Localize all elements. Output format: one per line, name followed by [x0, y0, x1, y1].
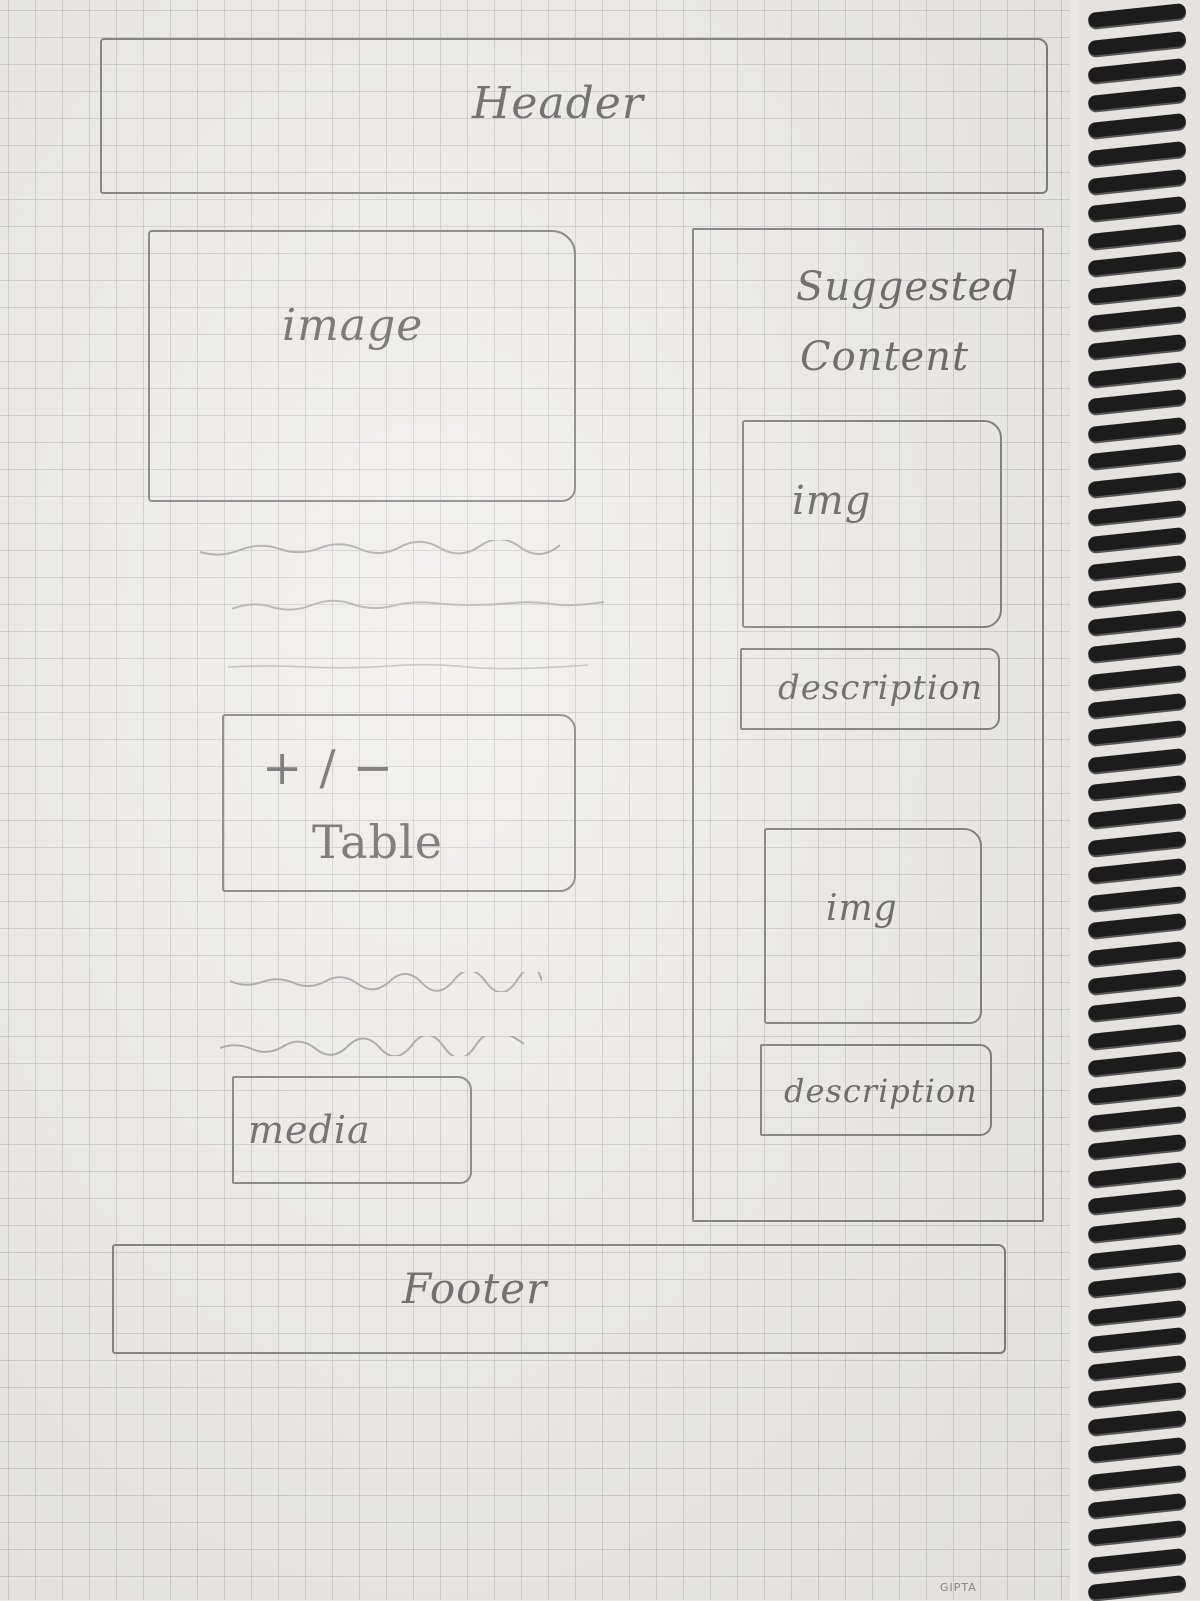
binding-ring [1087, 720, 1187, 746]
notebook-page: Header image + / − Table media Suggested… [0, 0, 1070, 1600]
binding-ring [1087, 1354, 1187, 1380]
binding-ring [1087, 1271, 1187, 1298]
binding-ring [1087, 996, 1187, 1022]
table-box [222, 714, 576, 892]
binding-ring [1087, 140, 1187, 167]
binding-ring [1087, 1409, 1187, 1435]
suggested-content-sidebar [692, 228, 1044, 1222]
binding-ring [1087, 113, 1187, 139]
binding-ring [1087, 1244, 1187, 1270]
suggested-card-1-img-label: img [792, 478, 872, 524]
binding-ring [1087, 1023, 1187, 1049]
binding-ring [1087, 1106, 1187, 1132]
suggested-card-1-description [740, 648, 1000, 730]
binding-ring [1087, 1299, 1187, 1325]
binding-ring [1087, 2, 1187, 29]
text-line-2 [232, 599, 604, 611]
binding-ring [1087, 1437, 1187, 1463]
binding-ring [1087, 168, 1187, 194]
suggested-card-1-image [742, 420, 1002, 628]
binding-ring [1087, 1382, 1187, 1408]
binding-ring [1087, 830, 1187, 856]
binding-ring [1087, 416, 1187, 442]
binding-ring [1087, 333, 1187, 360]
footer-box [112, 1244, 1006, 1354]
binding-ring [1087, 1575, 1187, 1601]
binding-ring [1087, 858, 1187, 884]
binding-ring [1087, 664, 1187, 691]
binding-ring [1087, 361, 1187, 387]
binding-ring [1087, 968, 1187, 994]
binding-ring [1087, 251, 1187, 277]
binding-ring [1087, 554, 1187, 580]
media-label: media [248, 1108, 371, 1152]
binding-ring [1087, 499, 1187, 525]
binding-ring [1087, 747, 1187, 773]
binding-ring [1087, 1216, 1187, 1242]
binding-ring [1087, 196, 1187, 222]
text-line-1 [200, 540, 560, 556]
binding-ring [1087, 306, 1187, 332]
binding-ring [1087, 30, 1187, 56]
text-line-3 [228, 663, 588, 670]
table-label: Table [312, 815, 443, 869]
binding-ring [1087, 775, 1187, 801]
binding-ring [1087, 1327, 1187, 1353]
suggested-card-2-image [764, 828, 982, 1024]
binding-ring [1087, 444, 1187, 470]
binding-ring [1087, 85, 1187, 111]
suggested-content-title-line1: Suggested [796, 264, 1019, 310]
main-image-label: image [282, 300, 424, 351]
binding-ring [1087, 1161, 1187, 1187]
suggested-card-2-description-label: description [784, 1072, 978, 1110]
binding-ring [1087, 913, 1187, 939]
media-box [232, 1076, 472, 1184]
notebook-brand-mark: GIPTA [940, 1581, 977, 1594]
binding-ring [1087, 637, 1187, 663]
binding-ring [1087, 1520, 1187, 1546]
header-box [100, 38, 1048, 194]
binding-ring [1087, 692, 1187, 718]
binding-ring [1087, 58, 1187, 84]
text-line-5 [220, 1036, 524, 1056]
suggested-card-1-description-label: description [778, 668, 984, 708]
binding-ring [1087, 885, 1187, 911]
text-line-4 [230, 972, 542, 992]
binding-ring [1087, 527, 1187, 553]
binding-ring [1087, 940, 1187, 967]
binding-ring [1087, 582, 1187, 608]
binding-ring [1087, 1547, 1187, 1573]
spiral-binding [1078, 0, 1200, 1601]
header-label: Header [472, 78, 644, 129]
binding-ring [1087, 471, 1187, 498]
binding-ring [1087, 1464, 1187, 1491]
binding-ring [1087, 1492, 1187, 1518]
table-expand-collapse-control: + / − [262, 740, 395, 796]
binding-ring [1087, 223, 1187, 249]
binding-ring [1087, 609, 1187, 635]
binding-ring [1087, 1189, 1187, 1215]
suggested-content-title-line2: Content [800, 334, 970, 380]
binding-ring [1087, 1078, 1187, 1104]
suggested-card-2-img-label: img [826, 888, 898, 929]
binding-ring [1087, 278, 1187, 304]
binding-ring [1087, 802, 1187, 829]
footer-label: Footer [402, 1264, 548, 1313]
binding-ring [1087, 1133, 1187, 1160]
binding-ring [1087, 389, 1187, 415]
suggested-card-2-description [760, 1044, 992, 1136]
binding-ring [1087, 1051, 1187, 1077]
main-image-box [148, 230, 576, 502]
